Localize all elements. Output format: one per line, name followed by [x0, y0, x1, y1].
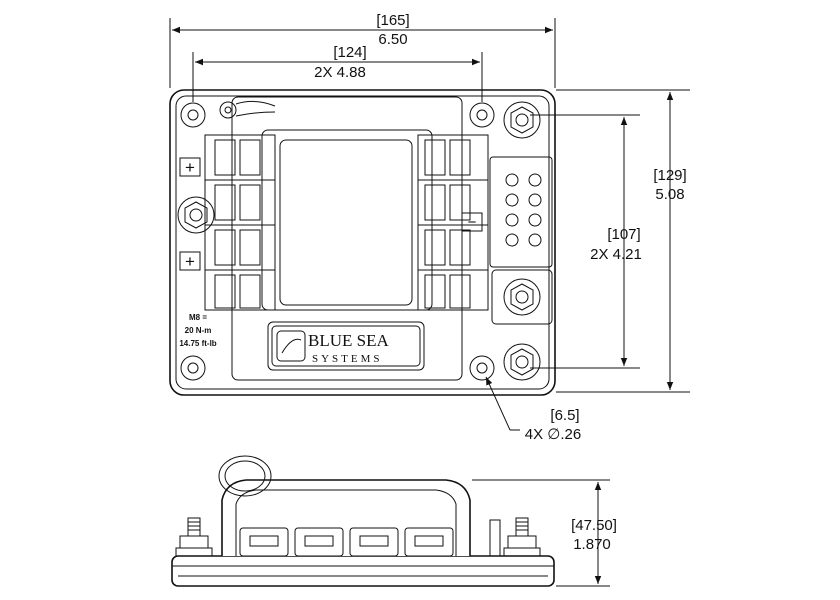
svg-text:14.75 ft-lb: 14.75 ft-lb [179, 339, 216, 348]
positive-stud [177, 196, 215, 234]
svg-text:1.870: 1.870 [573, 536, 611, 553]
brand-logo: BLUE SEA SYSTEMS [267, 321, 425, 371]
side-lanyard [218, 455, 272, 497]
svg-text:M8 =: M8 = [189, 313, 207, 322]
base-inner-outline [175, 95, 550, 390]
svg-text:[107]: [107] [607, 226, 640, 243]
cover-outline [231, 96, 463, 381]
cover-lanyard [219, 100, 276, 119]
side-base [171, 555, 555, 587]
svg-text:20 N-m: 20 N-m [185, 326, 212, 335]
top-view: + + − [169, 89, 556, 396]
left-fuse-holders [204, 134, 276, 311]
svg-text:[47.50]: [47.50] [571, 517, 617, 534]
torque-note: M8 = 20 N-m 14.75 ft-lb [179, 313, 216, 348]
side-cover [221, 479, 471, 556]
svg-text:[165]: [165] [376, 12, 409, 29]
mounting-hole-bottom-left [180, 355, 206, 381]
negative-stud-bottom [503, 343, 541, 381]
negative-stud-middle [491, 269, 553, 325]
dim-hole-spacing-width: [124] 2X 4.88 [192, 44, 483, 102]
mounting-hole-bottom-right [469, 355, 495, 381]
mounting-hole-top-right [469, 102, 495, 128]
brand-name: BLUE SEA [308, 331, 389, 350]
svg-text:[129]: [129] [653, 167, 686, 184]
svg-text:[6.5]: [6.5] [550, 407, 579, 424]
plus-symbol-bottom: + [179, 251, 201, 271]
base-outline [169, 89, 556, 396]
svg-text:[124]: [124] [333, 44, 366, 61]
svg-text:+: + [185, 158, 195, 177]
negative-bus-bar [489, 156, 553, 268]
mounting-hole-top-left [180, 102, 206, 128]
side-stud-right [489, 517, 541, 557]
dim-overall-width: [165] 6.50 [169, 12, 556, 88]
svg-text:+: + [185, 252, 195, 271]
side-fuse-caps [239, 527, 454, 557]
side-stud-left [175, 517, 213, 557]
bus-screws [505, 173, 542, 247]
dim-side-height: [47.50] 1.870 [472, 479, 617, 587]
svg-text:4X ∅.26: 4X ∅.26 [525, 426, 581, 443]
svg-text:−: − [468, 214, 477, 231]
plus-symbol-top: + [179, 157, 201, 177]
dim-hole-spacing-height: [107] 2X 4.21 [530, 114, 642, 369]
negative-stud-top [503, 101, 541, 139]
minus-symbol: − [461, 212, 483, 232]
dim-overall-height: [129] 5.08 [556, 89, 690, 393]
dim-hole-diameter: [6.5] 4X ∅.26 [485, 376, 581, 443]
logo-emblem [276, 330, 306, 362]
svg-text:2X 4.21: 2X 4.21 [590, 246, 642, 263]
brand-subname: SYSTEMS [312, 353, 383, 365]
svg-text:6.50: 6.50 [378, 31, 407, 48]
svg-text:5.08: 5.08 [655, 186, 684, 203]
cover-label-area [279, 139, 413, 306]
svg-text:2X 4.88: 2X 4.88 [314, 64, 366, 81]
side-view [171, 455, 555, 587]
right-fuse-holders [417, 134, 489, 311]
